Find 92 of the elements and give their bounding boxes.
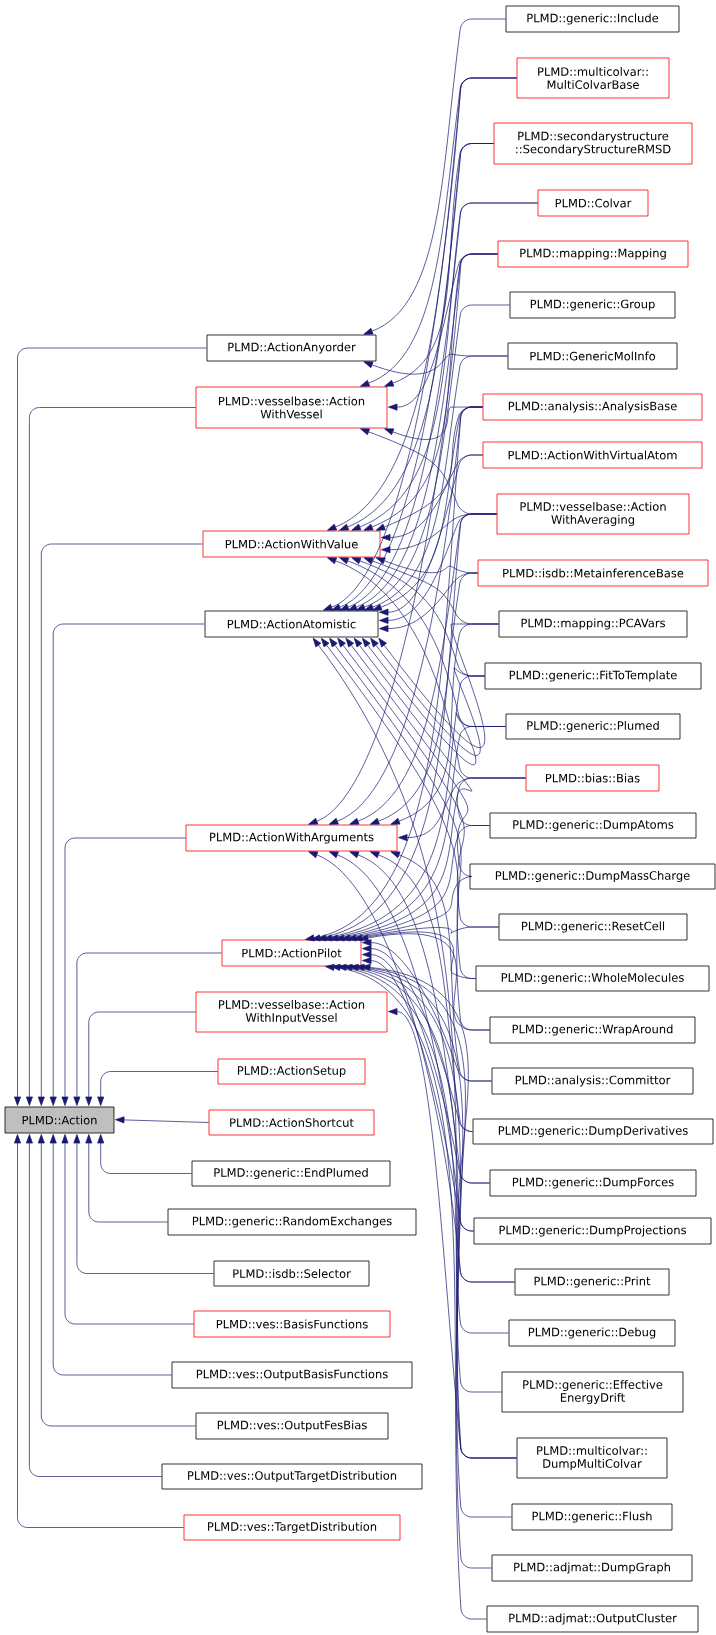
inheritance-arrow: [369, 572, 478, 825]
class-box: PLMD::ActionPilot: [221, 939, 362, 967]
class-box: PLMD::ActionShortcut: [208, 1109, 375, 1136]
inheritance-arrow: [25, 407, 196, 1106]
class-box: PLMD::generic::EndPlumed: [191, 1160, 391, 1187]
inheritance-arrow: [388, 1008, 517, 1459]
inheritance-arrow: [323, 77, 517, 611]
class-box: PLMD::GenericMolInfo: [507, 342, 678, 370]
class-box: PLMD::isdb::MetainferenceBase: [477, 559, 709, 587]
inheritance-arrow: [73, 952, 222, 1106]
class-box: PLMD::ActionWithVirtualAtom: [482, 441, 703, 469]
class-box: PLMD::mapping::PCAVars: [498, 610, 688, 638]
inheritance-arrow: [49, 1134, 172, 1376]
inheritance-arrow: [390, 623, 499, 825]
class-box: PLMD::generic::DumpProjections: [473, 1217, 712, 1245]
inheritance-arrow: [308, 253, 498, 825]
inheritance-arrow: [305, 406, 483, 942]
class-box: PLMD::ActionWithValue: [202, 530, 381, 558]
inheritance-arrow: [37, 543, 203, 1106]
inheritance-arrow: [339, 202, 538, 611]
class-box: PLMD::ActionAtomistic: [204, 610, 379, 638]
inheritance-arrow: [335, 825, 490, 942]
class-box: PLMD::analysis::Committor: [491, 1067, 694, 1095]
inheritance-arrow: [323, 726, 506, 942]
class-box: PLMD::Action: [4, 1106, 115, 1134]
class-box: PLMD::vesselbase::Action WithInputVessel: [195, 991, 388, 1033]
inheritance-arrow: [61, 837, 186, 1106]
class-box: PLMD::generic::Include: [505, 5, 680, 33]
inheritance-arrow: [37, 1134, 196, 1427]
inheritance-arrow: [85, 1134, 168, 1223]
class-box: PLMD::generic::Effective EnergyDrift: [501, 1371, 684, 1413]
class-box: PLMD::ves::OutputTargetDistribution: [161, 1463, 423, 1490]
class-box: PLMD::multicolvar:: DumpMultiColvar: [516, 1437, 668, 1479]
class-box: PLMD::generic::Print: [514, 1268, 670, 1296]
class-box: PLMD::generic::Plumed: [505, 713, 681, 740]
inheritance-arrow: [362, 957, 474, 1232]
inheritance-arrow: [49, 623, 205, 1106]
inheritance-arrow: [363, 18, 506, 335]
inheritance-arrow: [364, 355, 508, 611]
class-box: PLMD::generic::RandomExchanges: [167, 1208, 417, 1236]
inheritance-arrow: [347, 926, 499, 942]
class-box: PLMD::generic::ResetCell: [498, 913, 688, 941]
class-box: PLMD::ves::OutputBasisFunctions: [171, 1361, 413, 1389]
class-box: PLMD::vesselbase::Action WithVessel: [195, 386, 388, 429]
class-box: PLMD::generic::DumpMassCharge: [469, 863, 716, 890]
inheritance-arrow: [353, 931, 476, 979]
class-box: PLMD::ActionAnyorder: [206, 334, 377, 362]
inheritance-arrow: [329, 777, 526, 942]
class-box: PLMD::ActionSetup: [217, 1058, 366, 1085]
class-box: PLMD::adjmat::DumpGraph: [491, 1554, 693, 1582]
inheritance-arrow: [14, 347, 207, 1106]
inheritance-arrow: [97, 1071, 218, 1106]
class-box: PLMD::analysis::AnalysisBase: [482, 393, 703, 421]
inheritance-arrow: [97, 1134, 192, 1174]
inheritance-arrow: [362, 939, 492, 1082]
class-box: PLMD::multicolvar:: MultiColvarBase: [516, 57, 670, 99]
inheritance-arrow: [341, 876, 472, 942]
inheritance-arrow: [311, 513, 497, 942]
inheritance-arrow: [331, 143, 494, 611]
inheritance-arrow: [25, 1134, 162, 1477]
class-box: PLMD::ActionWithArguments: [185, 824, 398, 852]
inheritance-arrow: [73, 1134, 214, 1274]
class-box: PLMD::generic::Flush: [511, 1503, 673, 1531]
class-box: PLMD::secondarystructure ::SecondaryStructureRMSD: [493, 122, 693, 165]
inheritance-arrow: [61, 1134, 194, 1325]
class-box: PLMD::generic::Debug: [508, 1319, 676, 1347]
inheritance-arrow: [317, 675, 485, 942]
class-box: PLMD::generic::WholeMolecules: [475, 965, 710, 992]
inheritance-arrow: [379, 454, 483, 616]
inheritance-arrow: [359, 933, 490, 1031]
class-box: PLMD::mapping::Mapping: [497, 240, 689, 268]
class-box: PLMD::Colvar: [537, 189, 649, 217]
class-box: PLMD::vesselbase::Action WithAveraging: [496, 493, 690, 535]
class-box: PLMD::generic::DumpForces: [489, 1169, 697, 1197]
class-box: PLMD::ves::TargetDistribution: [183, 1514, 401, 1541]
class-box: PLMD::isdb::Selector: [213, 1260, 370, 1287]
inheritance-arrow: [14, 1134, 184, 1528]
inheritance-arrow: [85, 1011, 196, 1106]
class-box: PLMD::generic::WrapAround: [489, 1016, 696, 1044]
inheritance-arrow: [362, 951, 490, 1184]
class-box: PLMD::ves::OutputFesBias: [195, 1412, 389, 1440]
inheritance-arrow: [362, 945, 473, 1132]
class-box: PLMD::generic::FitToTemplate: [484, 662, 702, 690]
class-box: PLMD::generic::Group: [509, 291, 676, 319]
class-box: PLMD::generic::DumpDerivatives: [472, 1118, 714, 1145]
class-box: PLMD::ves::BasisFunctions: [193, 1310, 391, 1338]
inheritance-arrow: [355, 304, 510, 611]
class-box: PLMD::generic::DumpAtoms: [489, 812, 697, 839]
inheritance-arrow: [115, 1116, 209, 1124]
class-box: PLMD::adjmat::OutputCluster: [486, 1605, 699, 1633]
class-box: PLMD::bias::Bias: [525, 764, 660, 792]
inheritance-arrow: [345, 637, 472, 877]
